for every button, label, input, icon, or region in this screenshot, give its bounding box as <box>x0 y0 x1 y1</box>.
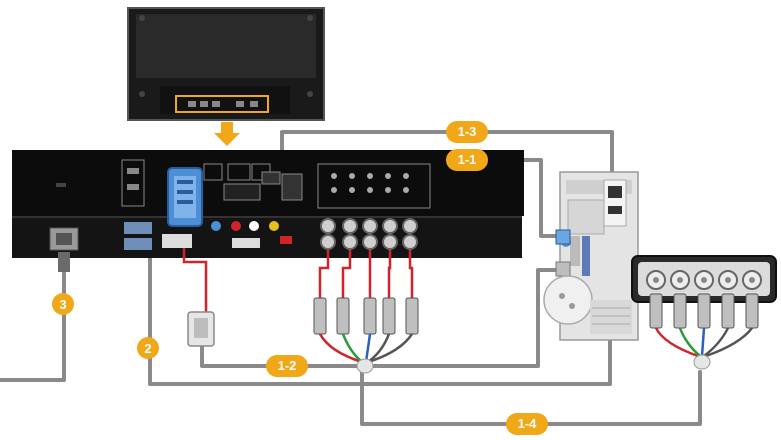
svg-text:3: 3 <box>59 297 66 312</box>
badge-1-2: 1-2 <box>266 355 308 377</box>
badge-1-1: 1-1 <box>446 149 488 171</box>
monitor-rear-view <box>127 7 325 121</box>
svg-text:2: 2 <box>144 341 151 356</box>
svg-text:1-1: 1-1 <box>458 152 477 167</box>
svg-text:1-2: 1-2 <box>278 358 297 373</box>
bnc-device <box>631 255 777 303</box>
badge-1-3: 1-3 <box>446 121 488 143</box>
bnc-plugs-left <box>313 297 419 374</box>
badge-3: 3 <box>52 293 74 315</box>
pc-tower <box>543 171 639 341</box>
d-sub-connector <box>187 311 215 347</box>
badge-1-4: 1-4 <box>506 413 548 435</box>
bnc-plugs-right <box>649 293 759 370</box>
monitor-rear-panel <box>12 150 524 258</box>
svg-text:1-3: 1-3 <box>458 124 477 139</box>
badge-2: 2 <box>137 337 159 359</box>
power-connector <box>49 227 79 272</box>
dvi-red-cable <box>182 248 208 312</box>
zoom-arrow-icon <box>214 122 240 146</box>
bnc-wires <box>318 250 414 298</box>
svg-text:1-4: 1-4 <box>518 416 538 431</box>
